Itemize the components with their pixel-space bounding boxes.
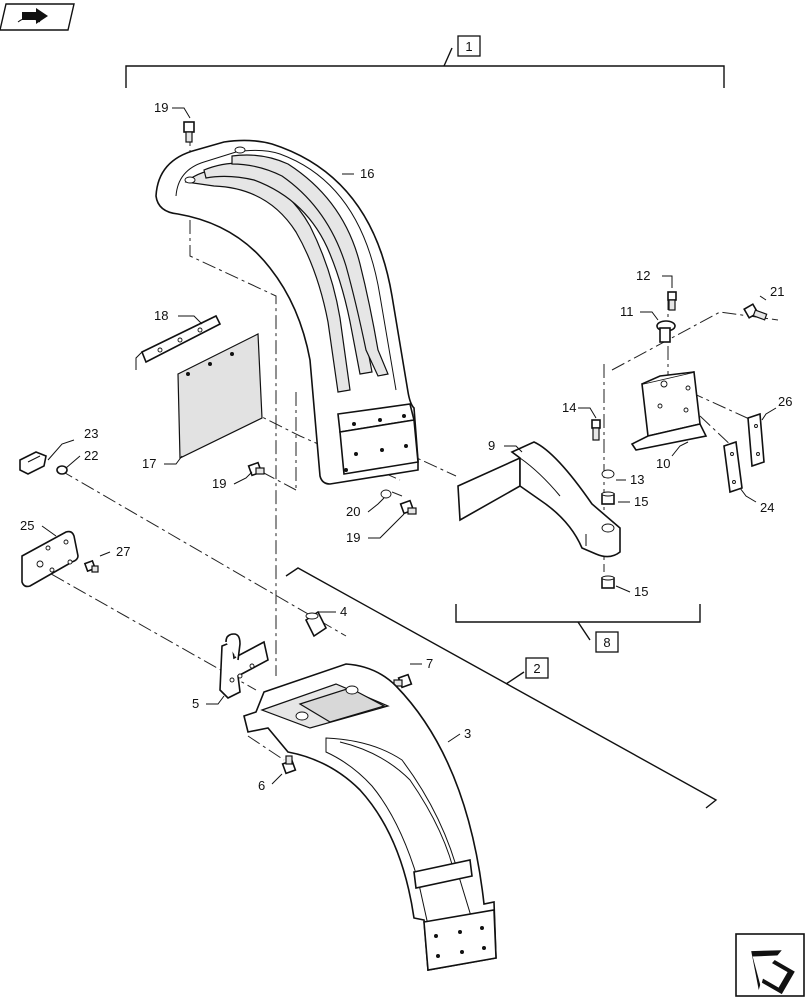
callout-19-low: 19 [346,530,360,545]
callout-15-lower: 15 [634,584,648,599]
spacer-part-4[interactable] [304,610,328,638]
callout-26: 25 [20,518,34,533]
group-label-1: 1 [465,39,472,54]
pin-part-11[interactable] [656,320,676,343]
callout-9: 9 [488,438,495,453]
screw-part-21[interactable] [743,303,768,321]
callout-19-top: 19 [154,100,168,115]
callout-25: 23 [84,426,98,441]
group-bracket-8: 8 [455,604,701,653]
group-label-8: 8 [603,635,610,650]
callout-labels: 19 16 18 17 19 20 19 23 22 25 27 4 5 7 6… [20,100,792,793]
plate-part-26[interactable] [21,530,79,588]
screw-part-7[interactable] [393,673,413,689]
callout-leaders [41,107,777,785]
screw-part-14[interactable] [667,291,677,311]
washer-part-20[interactable] [380,489,392,499]
callout-4: 4 [340,604,347,619]
next-page-arrow-icon[interactable] [735,933,805,1000]
callout-15-upper: 15 [634,494,648,509]
upper-fender-part-16[interactable] [155,139,419,485]
callout-3: 3 [464,726,471,741]
callout-27: 27 [116,544,130,559]
screw-part-22[interactable] [56,465,68,475]
callout-11: 11 [620,304,634,319]
callout-21: 21 [770,284,784,299]
mud-flap-part-17[interactable] [177,333,263,459]
callout-19-mid: 19 [212,476,226,491]
support-arm-part-9[interactable] [457,441,621,558]
callout-6: 6 [258,778,265,793]
callout-18: 18 [154,308,168,323]
clip-part-25[interactable] [19,451,47,475]
screw-part-19-low[interactable] [399,499,417,515]
screw-part-19-top[interactable] [183,121,195,143]
alignment-lines [29,132,779,761]
plate-part-23[interactable] [723,440,743,494]
group-label-2: 2 [533,661,540,676]
screw-part-6[interactable] [281,755,297,775]
screw-part-13[interactable] [591,419,601,441]
lower-fender-part-3[interactable] [243,663,497,971]
callout-10: 10 [656,456,670,471]
callout-20: 20 [346,504,360,519]
hinge-bracket-part-5[interactable] [219,633,269,699]
callout-17: 17 [142,456,156,471]
book-arrow-icon[interactable] [0,3,75,31]
callout-22: 22 [84,448,98,463]
callout-23: 24 [760,500,774,515]
callout-7: 7 [426,656,433,671]
washer-part-12[interactable] [601,469,615,479]
mount-bracket-part-10[interactable] [630,371,708,451]
callout-12: 13 [630,472,644,487]
bushing-part-15-upper[interactable] [601,491,615,505]
callout-16: 16 [360,166,374,181]
callout-13: 14 [562,400,576,415]
plate-part-24[interactable] [747,412,765,468]
callout-5: 5 [192,696,199,711]
group-bracket-1: 1 [125,35,725,88]
strip-part-18[interactable] [135,314,222,370]
callout-14: 12 [636,268,650,283]
screw-part-27[interactable] [83,559,99,573]
group-bracket-2: 2 [285,567,718,809]
callout-24: 26 [778,394,792,409]
bushing-part-15-lower[interactable] [601,575,615,589]
